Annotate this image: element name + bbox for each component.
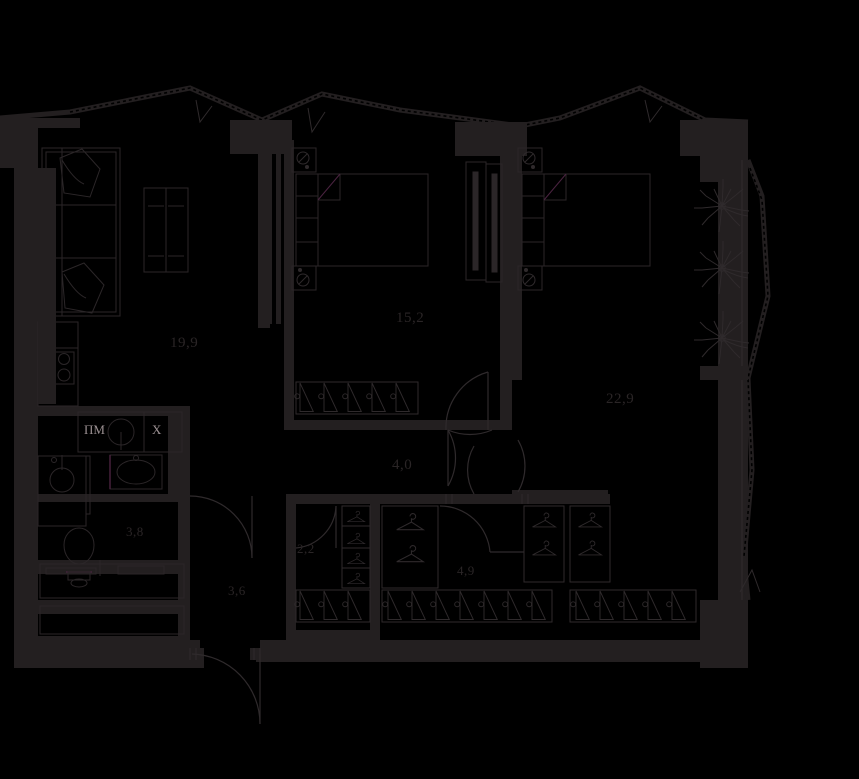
bathtub — [39, 560, 185, 599]
table-lamp-2a — [522, 151, 536, 169]
kitchen-island — [77, 411, 183, 453]
door-wardrobe — [439, 505, 524, 553]
washbasin — [109, 454, 163, 490]
refrigerator-label: Х — [152, 422, 162, 437]
wardrobe-cabinet — [143, 187, 189, 273]
dishwasher-label: ПМ — [84, 422, 105, 437]
door-wc — [295, 505, 337, 549]
nightstand-1b — [291, 265, 317, 291]
table-lamp-1a — [296, 151, 310, 169]
shoe-rack-wc — [294, 589, 371, 623]
shoe-rack-bedroom-1 — [294, 381, 419, 415]
balcony-door-arc — [739, 568, 761, 593]
door-hall-right — [467, 439, 526, 495]
nightstand-2a — [517, 147, 543, 173]
walls — [0, 118, 748, 668]
facade-balcony-rail — [0, 85, 749, 129]
nightstand-2b — [517, 265, 543, 291]
door-entry — [191, 653, 261, 725]
structure-details — [38, 126, 748, 404]
shoe-rack-corridor-center — [381, 589, 553, 623]
door-bedroom-1 — [445, 371, 489, 431]
window-marker — [195, 99, 663, 134]
wardrobe-center — [381, 505, 439, 589]
radiator-2 — [485, 163, 503, 283]
wardrobe-left-column — [341, 505, 371, 589]
nightstand-1a — [291, 147, 317, 173]
shoe-rack-corridor-right — [569, 589, 697, 623]
wardrobe-right-a — [523, 505, 565, 583]
kitchen-sink — [37, 455, 91, 527]
door-hall-left — [447, 429, 493, 487]
door-bathroom — [189, 495, 253, 559]
bed-1 — [295, 173, 429, 267]
table-lamp-2b — [522, 268, 536, 287]
bathroom-lower-cabinet — [39, 605, 185, 635]
table-lamp-1b — [296, 268, 310, 287]
wardrobe-right-b — [569, 505, 611, 583]
facade-balcony-rail-inner — [69, 87, 706, 127]
threshold-markers — [189, 494, 529, 660]
toilet — [63, 527, 95, 588]
